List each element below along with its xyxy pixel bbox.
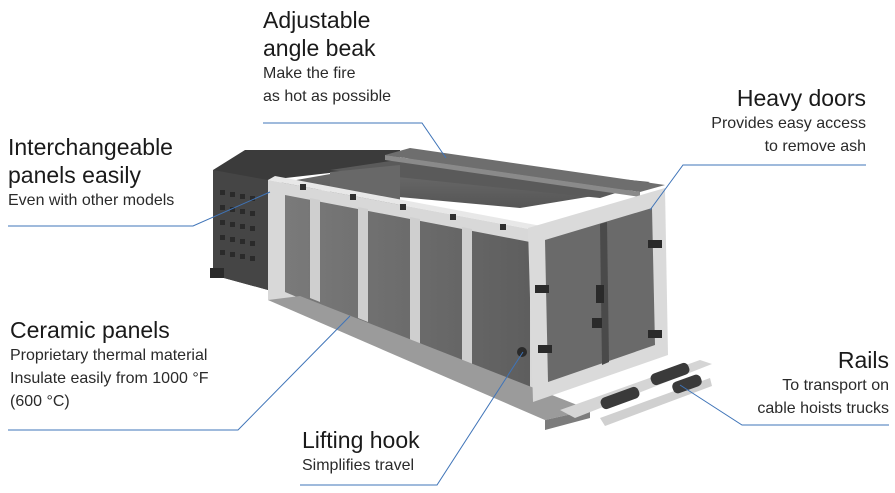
callout-hook-desc: Simplifies travel: [302, 457, 415, 475]
callout-ceramic-desc-1: Proprietary thermal material: [10, 347, 208, 365]
rear-block: [210, 150, 400, 290]
leader-line-rails: [679, 384, 889, 426]
callout-beak-title-2: angle beak: [263, 35, 376, 62]
callout-rails-desc-2: cable hoists trucks: [757, 400, 889, 418]
callout-panels-title-2: panels easily: [8, 162, 141, 189]
leader-line-beak: [263, 122, 447, 159]
leader-line-ceramic: [8, 315, 351, 431]
base-frame: [268, 296, 712, 430]
callout-hook: Lifting hook Simplifies travel: [302, 426, 420, 477]
door-frame: [528, 188, 668, 402]
callout-beak: Adjustable angle beak Make the fire as h…: [263, 6, 391, 108]
leader-line-panels: [8, 191, 271, 227]
leader-line-hook: [300, 351, 524, 486]
callout-beak-desc-1: Make the fire: [263, 65, 356, 83]
side-wall: [268, 176, 552, 420]
callout-ceramic-desc-3: (600 °C): [10, 393, 70, 411]
callout-rails: Rails To transport on cable hoists truck…: [757, 346, 889, 420]
callout-hook-title: Lifting hook: [302, 427, 420, 453]
callout-doors-desc-2: to remove ash: [764, 138, 866, 156]
angle-beak: [385, 148, 665, 192]
leader-line-doors: [649, 164, 866, 211]
callout-doors-desc-1: Provides easy access: [711, 115, 866, 133]
callout-panels-title-1: Interchangeable: [8, 134, 173, 160]
callout-ceramic: Ceramic panels Proprietary thermal mater…: [10, 316, 209, 414]
callout-beak-title-1: Adjustable: [263, 7, 371, 33]
callout-panels-desc: Even with other models: [8, 192, 175, 210]
callout-doors-title: Heavy doors: [736, 85, 866, 111]
callout-rails-title: Rails: [837, 347, 889, 373]
callout-panels: Interchangeable panels easily Even with …: [8, 133, 174, 212]
callout-rails-desc-1: To transport on: [782, 377, 889, 395]
callout-beak-desc-2: as hot as possible: [263, 88, 392, 106]
callout-ceramic-title: Ceramic panels: [10, 317, 170, 343]
callout-ceramic-desc-2: Insulate easily from 1000 °F: [10, 370, 209, 388]
callout-doors: Heavy doors Provides easy access to remo…: [711, 84, 866, 158]
